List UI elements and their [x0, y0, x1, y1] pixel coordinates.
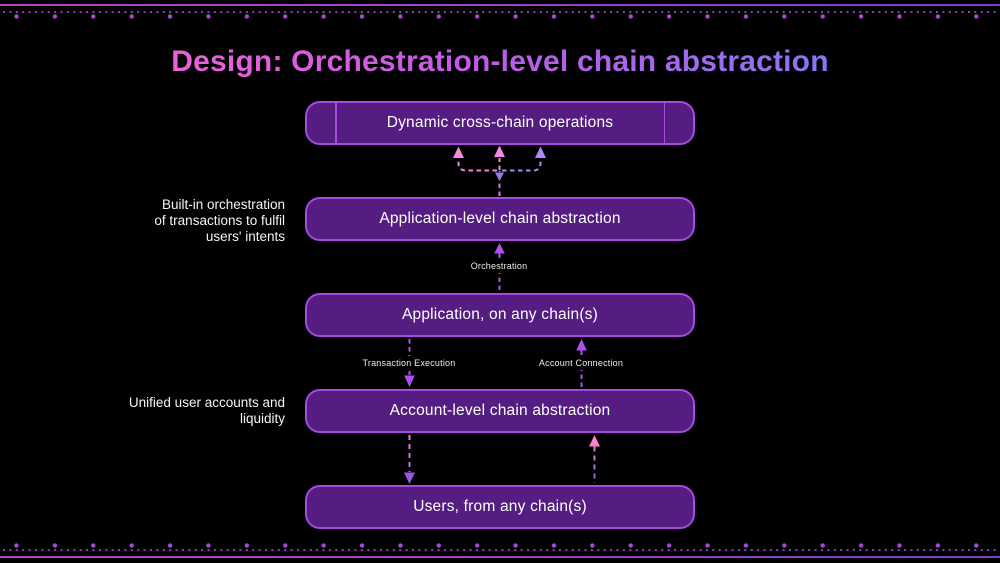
- top-border-small-dots: [3, 11, 1000, 13]
- box-label: Dynamic cross-chain operations: [386, 114, 614, 131]
- annotation-line: Built-in orchestration: [161, 197, 285, 212]
- box-dynamic-cross-chain-operations: Dynamic cross-chain operations: [305, 101, 695, 145]
- box-left-divider: [335, 103, 337, 143]
- box-application-on-any-chains: Application, on any chain(s): [305, 293, 695, 337]
- orchestration-label: Orchestration: [465, 259, 533, 273]
- annotation-built-in-orchestration: Built-in orchestration of transactions t…: [154, 197, 285, 245]
- box-users-from-any-chains: Users, from any chain(s): [305, 485, 695, 529]
- box-label: Account-level chain abstraction: [389, 402, 611, 419]
- arrow-up-icon: [494, 243, 505, 254]
- box-application-level-chain-abstraction: Application-level chain abstraction: [305, 197, 695, 241]
- arrow-up-icon: [576, 339, 587, 351]
- box-right-divider: [663, 103, 665, 143]
- bottom-border-small-dots: [3, 549, 1000, 551]
- box-label: Users, from any chain(s): [413, 498, 587, 515]
- slide-title: Design: Orchestration-level chain abstra…: [0, 44, 1000, 80]
- top-border-big-dots: [0, 14, 1000, 19]
- bottom-decorative-border: [0, 541, 1000, 563]
- arrow-up-icon: [589, 435, 600, 447]
- trident-left-branch: [457, 158, 497, 172]
- arrow-up-icon: [453, 146, 464, 158]
- connector-account-to-users: [404, 435, 415, 484]
- top-border-line: [0, 4, 1000, 6]
- bottom-border-line: [0, 556, 1000, 558]
- annotation-line: liquidity: [239, 411, 285, 426]
- box-label: Application, on any chain(s): [401, 306, 598, 323]
- account-connection-label: Account Connection: [533, 356, 629, 370]
- arrow-down-icon: [404, 375, 415, 387]
- trident-junction-tip: [495, 172, 504, 181]
- annotation-unified-accounts: Unified user accounts and liquidity: [129, 395, 285, 427]
- box-account-level-chain-abstraction: Account-level chain abstraction: [305, 389, 695, 433]
- annotation-line: Unified user accounts and: [128, 395, 285, 410]
- arrow-up-icon: [535, 146, 546, 158]
- connector-trident: [453, 145, 546, 196]
- annotation-line: users' intents: [205, 229, 285, 244]
- transaction-execution-label: Transaction Execution: [357, 356, 461, 370]
- arrow-down-icon: [404, 472, 415, 484]
- bottom-border-big-dots: [0, 543, 1000, 548]
- connector-users-to-account: [589, 435, 600, 483]
- trident-right-branch: [502, 158, 542, 172]
- arrow-up-icon: [494, 145, 505, 157]
- box-label: Application-level chain abstraction: [379, 210, 621, 227]
- top-decorative-border: [0, 0, 1000, 22]
- annotation-line: of transactions to fulfil: [154, 213, 285, 228]
